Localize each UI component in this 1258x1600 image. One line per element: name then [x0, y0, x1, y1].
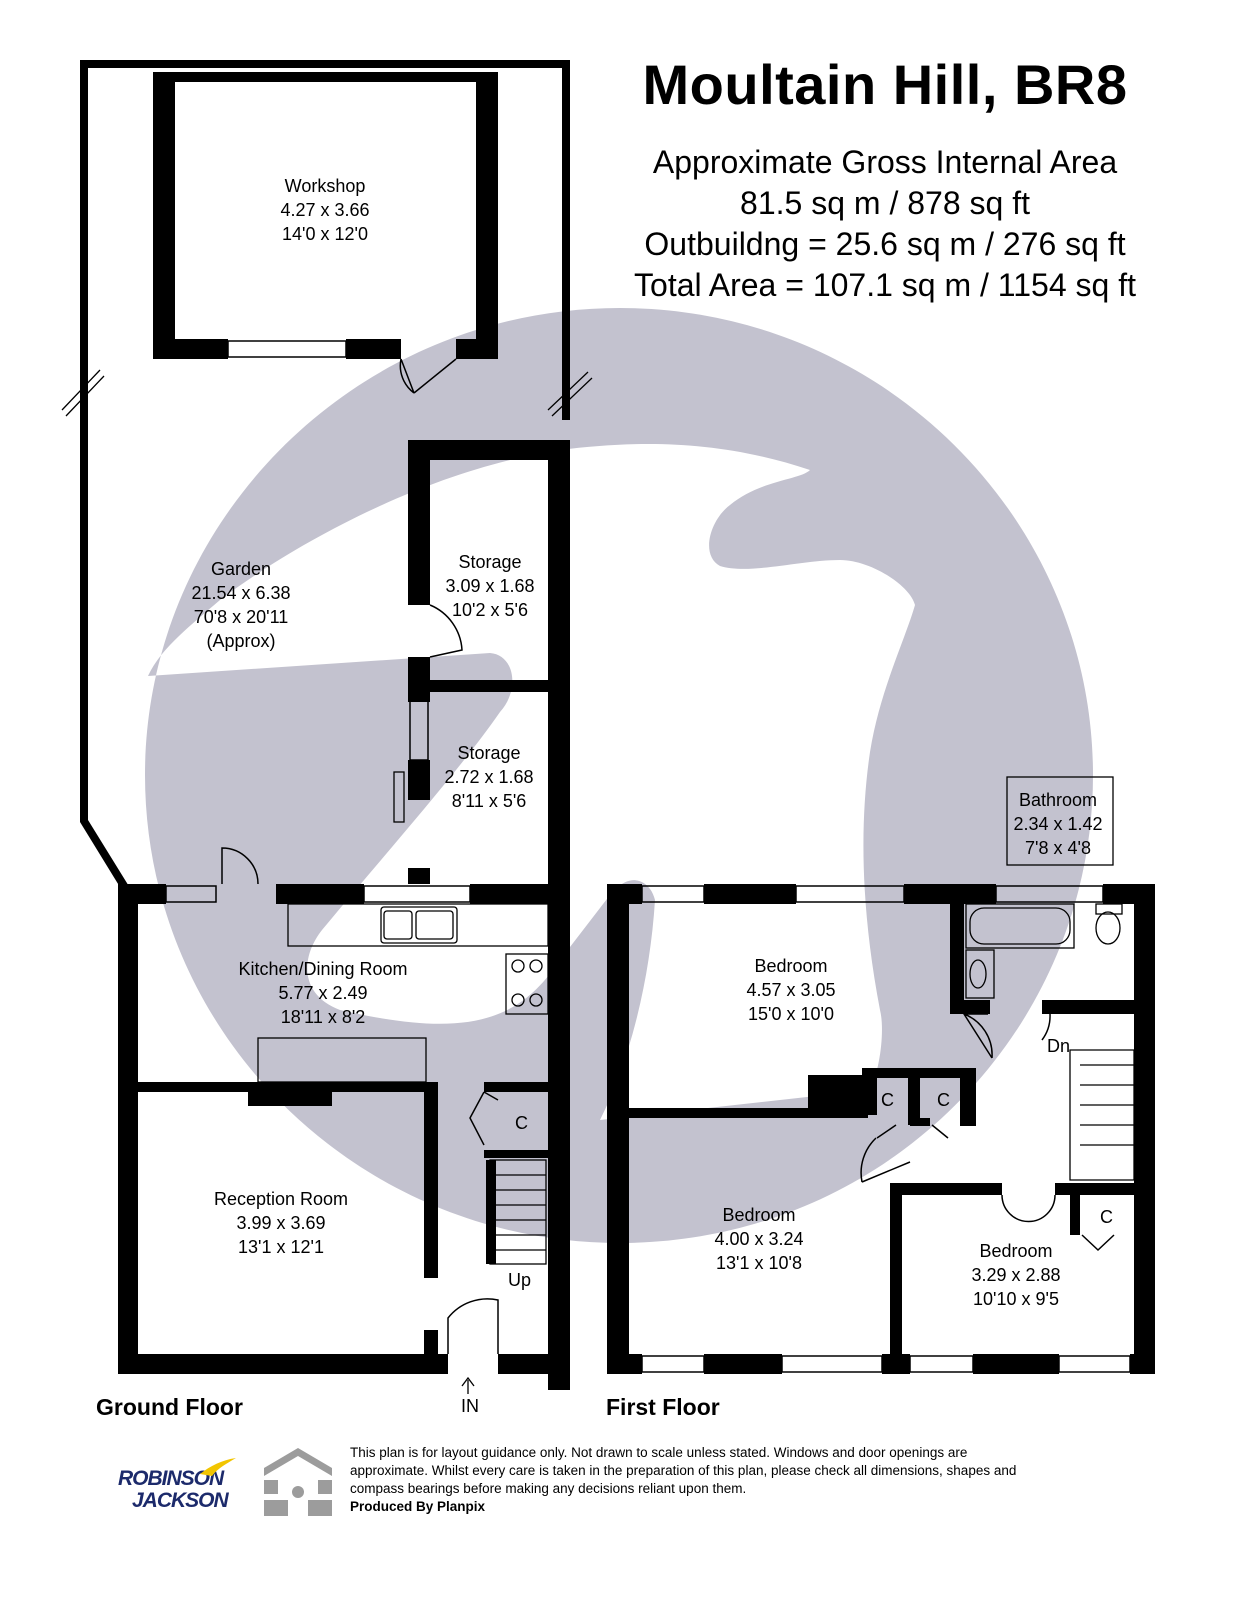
cupboard-label-landing-1: C — [881, 1090, 894, 1110]
room-note: (Approx) — [206, 631, 276, 651]
planpix-logo-icon — [264, 1448, 332, 1516]
produced-by: Produced By Planpix — [350, 1499, 486, 1514]
room-kitchen-dining: Kitchen/Dining Room 5.77 x 2.49 18'11 x … — [238, 957, 407, 1029]
room-imperial: 10'10 x 9'5 — [973, 1289, 1059, 1309]
room-name: Reception Room — [213, 1189, 349, 1209]
room-imperial: 18'11 x 8'2 — [280, 1007, 366, 1027]
area-outbuilding: Outbuildng = 25.6 sq m / 276 sq ft — [644, 226, 1126, 262]
room-metric: 21.54 x 6.38 — [191, 583, 291, 603]
room-metric: 3.09 x 1.68 — [445, 576, 535, 596]
watermark-logo — [145, 308, 1093, 1243]
first-floor-label: First Floor — [606, 1394, 720, 1420]
cupboard-label-bedroom: C — [1100, 1207, 1113, 1227]
room-imperial: 10'2 x 5'6 — [452, 600, 528, 620]
room-bedroom-main: Bedroom 4.57 x 3.05 15'0 x 10'0 — [746, 954, 835, 1026]
area-summary: Approximate Gross Internal Area 81.5 sq … — [590, 142, 1180, 306]
room-metric: 4.27 x 3.66 — [280, 200, 370, 220]
ground-floor-label: Ground Floor — [96, 1394, 243, 1420]
room-name: Storage — [457, 743, 521, 763]
room-garden: Garden 21.54 x 6.38 70'8 x 20'11 (Approx… — [191, 557, 290, 653]
cupboard-label-ground: C — [515, 1113, 528, 1133]
room-imperial: 13'1 x 12'1 — [238, 1237, 324, 1257]
robinson-jackson-logo: ROBINSON JACKSON — [118, 1458, 238, 1528]
room-metric: 2.34 x 1.42 — [1013, 814, 1103, 834]
room-name: Bedroom — [722, 1205, 796, 1225]
property-title: Moultain Hill, BR8 — [642, 53, 1128, 116]
area-main: 81.5 sq m / 878 sq ft — [740, 185, 1030, 221]
room-storage-lower: Storage 2.72 x 1.68 8'11 x 5'6 — [444, 741, 533, 813]
disclaimer-text: This plan is for layout guidance only. N… — [350, 1445, 1017, 1496]
room-name: Bedroom — [754, 956, 828, 976]
room-metric: 3.99 x 3.69 — [236, 1213, 326, 1233]
fixtures — [61, 369, 1135, 1394]
room-workshop: Workshop 4.27 x 3.66 14'0 x 12'0 — [280, 174, 369, 246]
room-name: Storage — [458, 552, 522, 572]
stairs-down-label: Dn — [1047, 1036, 1071, 1056]
area-heading: Approximate Gross Internal Area — [652, 144, 1118, 180]
room-name: Bedroom — [979, 1241, 1053, 1261]
room-bedroom-second: Bedroom 4.00 x 3.24 13'1 x 10'8 — [714, 1203, 803, 1275]
room-imperial: 7'8 x 4'8 — [1025, 838, 1091, 858]
logo-line1: ROBINSON — [118, 1467, 224, 1490]
room-imperial: 13'1 x 10'8 — [716, 1253, 802, 1273]
room-imperial: 70'8 x 20'11 — [193, 607, 289, 627]
room-metric: 4.00 x 3.24 — [714, 1229, 804, 1249]
area-total: Total Area = 107.1 sq m / 1154 sq ft — [634, 267, 1136, 303]
stairs-up-label: Up — [508, 1270, 532, 1290]
room-metric: 5.77 x 2.49 — [278, 983, 368, 1003]
room-metric: 3.29 x 2.88 — [971, 1265, 1061, 1285]
doors — [221, 358, 1115, 1354]
room-metric: 4.57 x 3.05 — [746, 980, 836, 1000]
room-bedroom-third: Bedroom 3.29 x 2.88 10'10 x 9'5 — [971, 1239, 1060, 1311]
room-metric: 2.72 x 1.68 — [444, 767, 534, 787]
windows — [165, 340, 1131, 1373]
swoosh-icon — [200, 1458, 236, 1476]
disclaimer: This plan is for layout guidance only. N… — [350, 1444, 1040, 1516]
room-name: Workshop — [284, 176, 366, 196]
room-imperial: 15'0 x 10'0 — [748, 1004, 834, 1024]
room-imperial: 14'0 x 12'0 — [282, 224, 368, 244]
room-storage-upper: Storage 3.09 x 1.68 10'2 x 5'6 — [445, 550, 534, 622]
room-name: Bathroom — [1018, 790, 1098, 810]
room-reception: Reception Room 3.99 x 3.69 13'1 x 12'1 — [214, 1187, 348, 1259]
cupboard-label-landing-2: C — [937, 1090, 950, 1110]
room-name: Kitchen/Dining Room — [238, 959, 408, 979]
entrance-label: IN — [461, 1396, 479, 1416]
room-bathroom: Bathroom 2.34 x 1.42 7'8 x 4'8 — [1013, 788, 1102, 860]
logo-line2: JACKSON — [132, 1489, 229, 1512]
room-name: Garden — [210, 559, 272, 579]
room-imperial: 8'11 x 5'6 — [451, 791, 527, 811]
walls — [80, 60, 1155, 1390]
